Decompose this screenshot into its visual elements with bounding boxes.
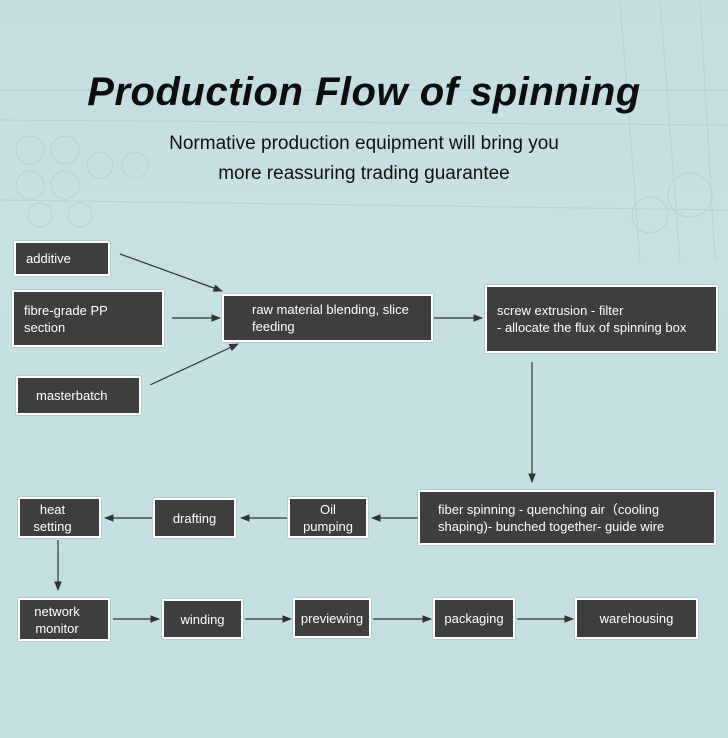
node-packaging-label: packaging bbox=[444, 611, 504, 626]
node-fiber-spinning: fiber spinning - quenching air（cooling s… bbox=[418, 490, 716, 545]
node-fibre-grade-pp: fibre-grade PP section bbox=[12, 290, 164, 347]
node-fibre-grade-pp-label: fibre-grade PP section bbox=[24, 302, 108, 335]
node-additive-label: additive bbox=[26, 251, 71, 266]
node-oil-pumping-label: Oil pumping bbox=[303, 501, 353, 534]
node-additive: additive bbox=[14, 241, 110, 276]
background-texture bbox=[0, 0, 728, 260]
node-packaging: packaging bbox=[433, 598, 515, 639]
arrow-masterbatch-to-blending bbox=[149, 343, 239, 386]
node-network-monitor-label: network monitor bbox=[34, 603, 80, 636]
node-previewing-label: previewing bbox=[300, 610, 364, 626]
node-heat-setting: heat setting bbox=[18, 497, 101, 538]
subtitle-line-2: more reassuring trading guarantee bbox=[218, 163, 510, 184]
page-title: Production Flow of spinning bbox=[87, 70, 641, 114]
node-screw-extrusion: screw extrusion - filter - allocate the … bbox=[485, 285, 718, 353]
node-network-monitor: network monitor bbox=[18, 598, 110, 641]
node-oil-pumping: Oil pumping bbox=[288, 497, 368, 538]
node-raw-material-label: raw material blending, slice feeding bbox=[252, 302, 409, 334]
node-raw-material: raw material blending, slice feeding bbox=[222, 294, 433, 342]
node-winding-label: winding bbox=[180, 611, 225, 627]
node-drafting-label: drafting bbox=[172, 510, 217, 526]
node-warehousing-label: warehousing bbox=[599, 611, 674, 626]
node-previewing: previewing bbox=[293, 598, 371, 638]
node-fiber-spinning-label: fiber spinning - quenching air（cooling s… bbox=[438, 501, 665, 534]
node-masterbatch-label: masterbatch bbox=[36, 388, 108, 403]
subtitle-line-1: Normative production equipment will brin… bbox=[169, 133, 559, 154]
node-drafting: drafting bbox=[153, 498, 236, 538]
node-winding: winding bbox=[162, 599, 243, 639]
node-warehousing: warehousing bbox=[575, 598, 698, 639]
arrow-additive-to-blending bbox=[119, 253, 223, 292]
node-heat-setting-label: heat setting bbox=[33, 501, 72, 534]
node-masterbatch: masterbatch bbox=[16, 376, 141, 415]
node-screw-extrusion-label: screw extrusion - filter - allocate the … bbox=[497, 303, 687, 335]
